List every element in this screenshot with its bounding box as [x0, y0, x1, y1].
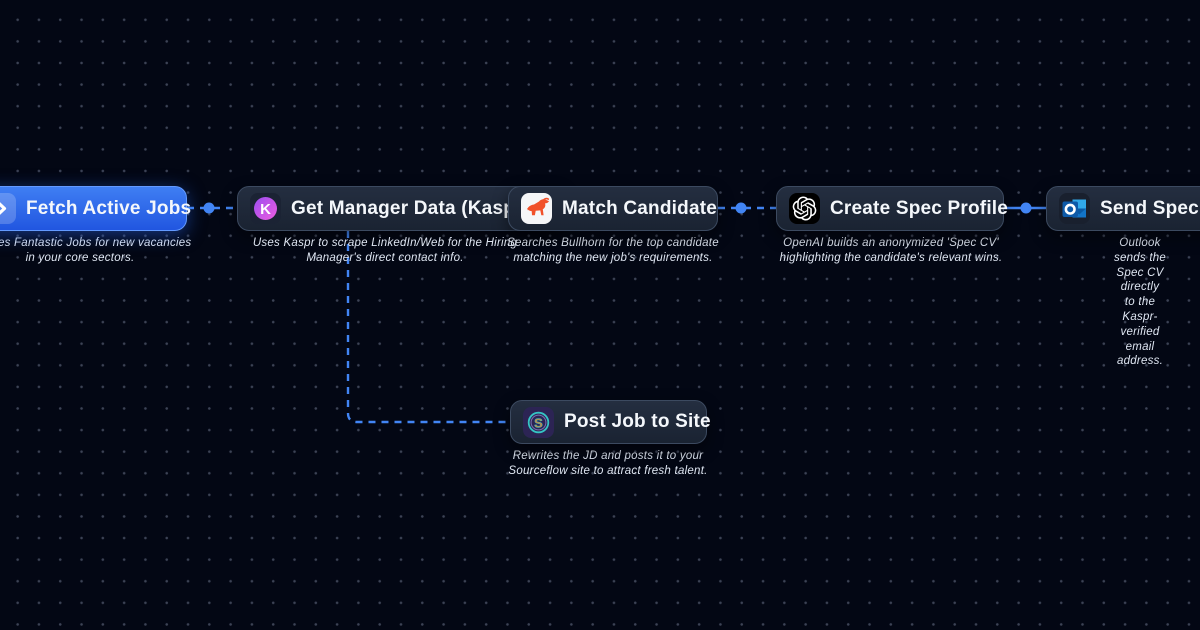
node-title: Get Manager Data (Kaspr) [291, 197, 530, 219]
svg-text:K: K [260, 201, 271, 218]
node-description: Searches Bullhorn for the top candidate … [507, 237, 719, 264]
openai-icon [789, 193, 820, 224]
node-description: Queries Fantastic Jobs for new vacancies… [0, 237, 192, 264]
connection-dot[interactable] [203, 202, 215, 214]
node-title: Post Job to Site [564, 411, 711, 432]
node-title: Fetch Active Jobs [26, 197, 192, 219]
node-fetch-active-jobs[interactable]: Fetch Active Jobs [0, 186, 191, 231]
node-match-candidate[interactable]: Match Candidate [508, 186, 718, 231]
node-post-job-to-site[interactable]: S Post Job to Site [510, 400, 711, 444]
kaspr-icon: K [250, 193, 281, 224]
node-title: Create Spec Profile [830, 197, 1009, 219]
node-description: Outlook sends the Spec CV directly to th… [1113, 237, 1167, 368]
node-send-spec-cv[interactable]: Send Spec CV [1046, 186, 1200, 231]
connection-dot[interactable] [1020, 202, 1032, 214]
node-description: Rewrites the JD and posts it to your Sou… [508, 450, 708, 477]
chevron-right-icon [0, 193, 16, 224]
node-create-spec-profile[interactable]: Create Spec Profile [776, 186, 1008, 231]
bullhorn-icon [521, 193, 552, 224]
sourceflow-icon: S [523, 406, 554, 438]
node-description: Uses Kaspr to scrape LinkedIn/Web for th… [252, 237, 518, 264]
connection-dot[interactable] [735, 202, 747, 214]
node-title: Match Candidate [562, 197, 718, 219]
node-title: Send Spec CV [1100, 197, 1200, 219]
node-description: OpenAI builds an anonymized 'Spec CV' hi… [779, 237, 1003, 264]
outlook-icon [1059, 193, 1090, 224]
svg-text:S: S [534, 415, 543, 430]
